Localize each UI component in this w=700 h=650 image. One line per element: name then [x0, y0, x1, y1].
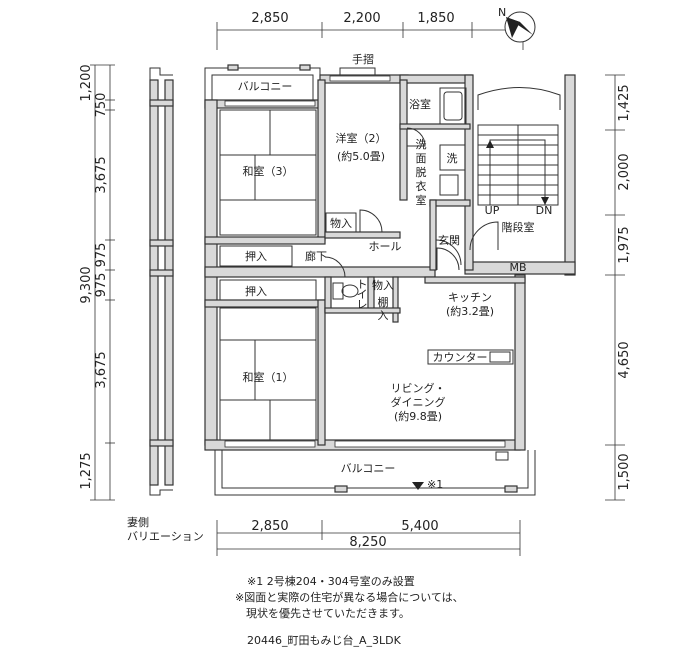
closet-upper-label: 物入 — [330, 216, 352, 230]
oshiire-upper — [219, 245, 293, 267]
washroom-label: 洗 面 脱 衣 室 — [416, 138, 427, 207]
kitchen-label: キッチン — [448, 291, 492, 304]
bathtub — [439, 87, 467, 125]
plan-code: 20446_町田もみじ台_A_3LDK — [247, 634, 401, 647]
japanese-room-1-label: 和室（1） — [243, 370, 294, 384]
tatami-room-3 — [219, 109, 317, 236]
doors — [324, 127, 499, 278]
tatami-room-1 — [219, 307, 317, 441]
left-dim-total: 9,300 — [79, 266, 94, 303]
svg-text:イ: イ — [357, 288, 368, 301]
note-marker-label: ※1 — [427, 478, 443, 491]
washer-box — [439, 144, 466, 171]
svg-text:衣: 衣 — [416, 179, 427, 193]
shelf-label: 棚 入 — [378, 295, 389, 322]
staircase — [477, 87, 561, 206]
svg-text:N: N — [498, 6, 506, 19]
japanese-room-3-label: 和室（3） — [243, 164, 294, 178]
handrail-label: 手摺 — [352, 52, 374, 66]
living-label: リビング・ — [391, 381, 446, 395]
dining-label: ダイニング — [391, 395, 446, 409]
right-dim-3: 1,975 — [617, 226, 632, 263]
oshiire-upper-label: 押入 — [245, 249, 267, 263]
svg-text:面: 面 — [416, 152, 427, 165]
left-dim-2: 750 — [94, 93, 109, 118]
left-dim-7: 1,275 — [79, 452, 94, 489]
western-room-size: (約5.0畳) — [337, 149, 385, 163]
note-1: ※1 2号棟204・304号室のみ設置 — [247, 575, 415, 588]
windows — [224, 75, 506, 448]
svg-text:脱: 脱 — [416, 165, 427, 179]
top-dim-1: 2,850 — [251, 11, 288, 26]
bathtub-inner — [443, 91, 463, 121]
bottom-dim-total: 8,250 — [349, 535, 386, 550]
svg-text:入: 入 — [378, 309, 389, 322]
svg-text:レ: レ — [357, 298, 368, 311]
right-dimension: 1,425 2,000 1,975 4,650 1,500 — [605, 74, 632, 501]
mb-label: MB — [509, 261, 526, 274]
north-arrow-icon: N — [498, 6, 536, 43]
living-size: (約9.8畳) — [394, 409, 442, 423]
balcony-bottom-label: バルコニー — [341, 462, 396, 475]
interior-walls — [204, 79, 526, 446]
left-dim-1: 1,200 — [79, 64, 94, 101]
left-dimension: 1,200 9,300 750 3,675 975 975 3,675 1,27… — [79, 64, 115, 501]
dn-label: DN — [536, 204, 553, 217]
left-dim-3: 3,675 — [94, 156, 109, 193]
left-dim-5: 975 — [94, 273, 109, 298]
svg-text:棚: 棚 — [378, 295, 389, 309]
svg-text:ト: ト — [357, 278, 368, 291]
corridor-label: 廊下 — [305, 249, 327, 263]
left-dim-4: 975 — [94, 243, 109, 268]
sink — [439, 174, 459, 196]
oshiire-lower-label: 押入 — [245, 284, 267, 298]
right-dim-2: 2,000 — [617, 153, 632, 190]
side-variation-label: 妻側 バリエーション — [127, 516, 204, 543]
entrance-label: 玄関 — [438, 233, 460, 247]
bottom-dim-2: 5,400 — [401, 519, 438, 534]
right-dim-1: 1,425 — [617, 84, 632, 121]
balcony-top-label: バルコニー — [238, 80, 293, 93]
closet-lower-label: 物入 — [372, 278, 394, 292]
kitchen-counter — [427, 349, 514, 365]
right-dim-4: 4,650 — [617, 341, 632, 378]
note-marker-icon — [412, 482, 424, 490]
bottom-dimension: 2,850 5,400 8,250 — [216, 519, 521, 556]
left-dim-6: 3,675 — [94, 351, 109, 388]
toilet-label: ト イ レ — [357, 278, 368, 311]
closet-upper-box — [325, 212, 357, 233]
balcony-bottom — [214, 450, 536, 496]
top-dimension: 2,850 2,200 1,850 — [216, 11, 524, 50]
bottom-dim-1: 2,850 — [251, 519, 288, 534]
oshiire-lower — [219, 279, 317, 301]
right-dim-5: 1,500 — [617, 453, 632, 490]
note-2: ※図面と実際の住宅が異なる場合については、 現状を優先させていただきます。 — [235, 591, 464, 620]
bathroom-label: 浴室 — [409, 97, 431, 111]
top-dim-2: 2,200 — [343, 11, 380, 26]
kitchen-size: (約3.2畳) — [446, 304, 494, 318]
washer-label: 洗 — [447, 152, 458, 165]
counter-label: カウンター — [433, 351, 488, 364]
up-label: UP — [485, 204, 500, 217]
western-room-label: 洋室（2） — [336, 131, 387, 145]
toilet-fixture-icon — [332, 282, 359, 300]
hall-label: ホール — [369, 240, 402, 253]
svg-text:室: 室 — [416, 193, 427, 207]
side-variation-wall — [149, 67, 174, 496]
stairwell-label: 階段室 — [502, 220, 535, 234]
top-dim-3: 1,850 — [417, 11, 454, 26]
svg-text:洗: 洗 — [416, 138, 427, 151]
